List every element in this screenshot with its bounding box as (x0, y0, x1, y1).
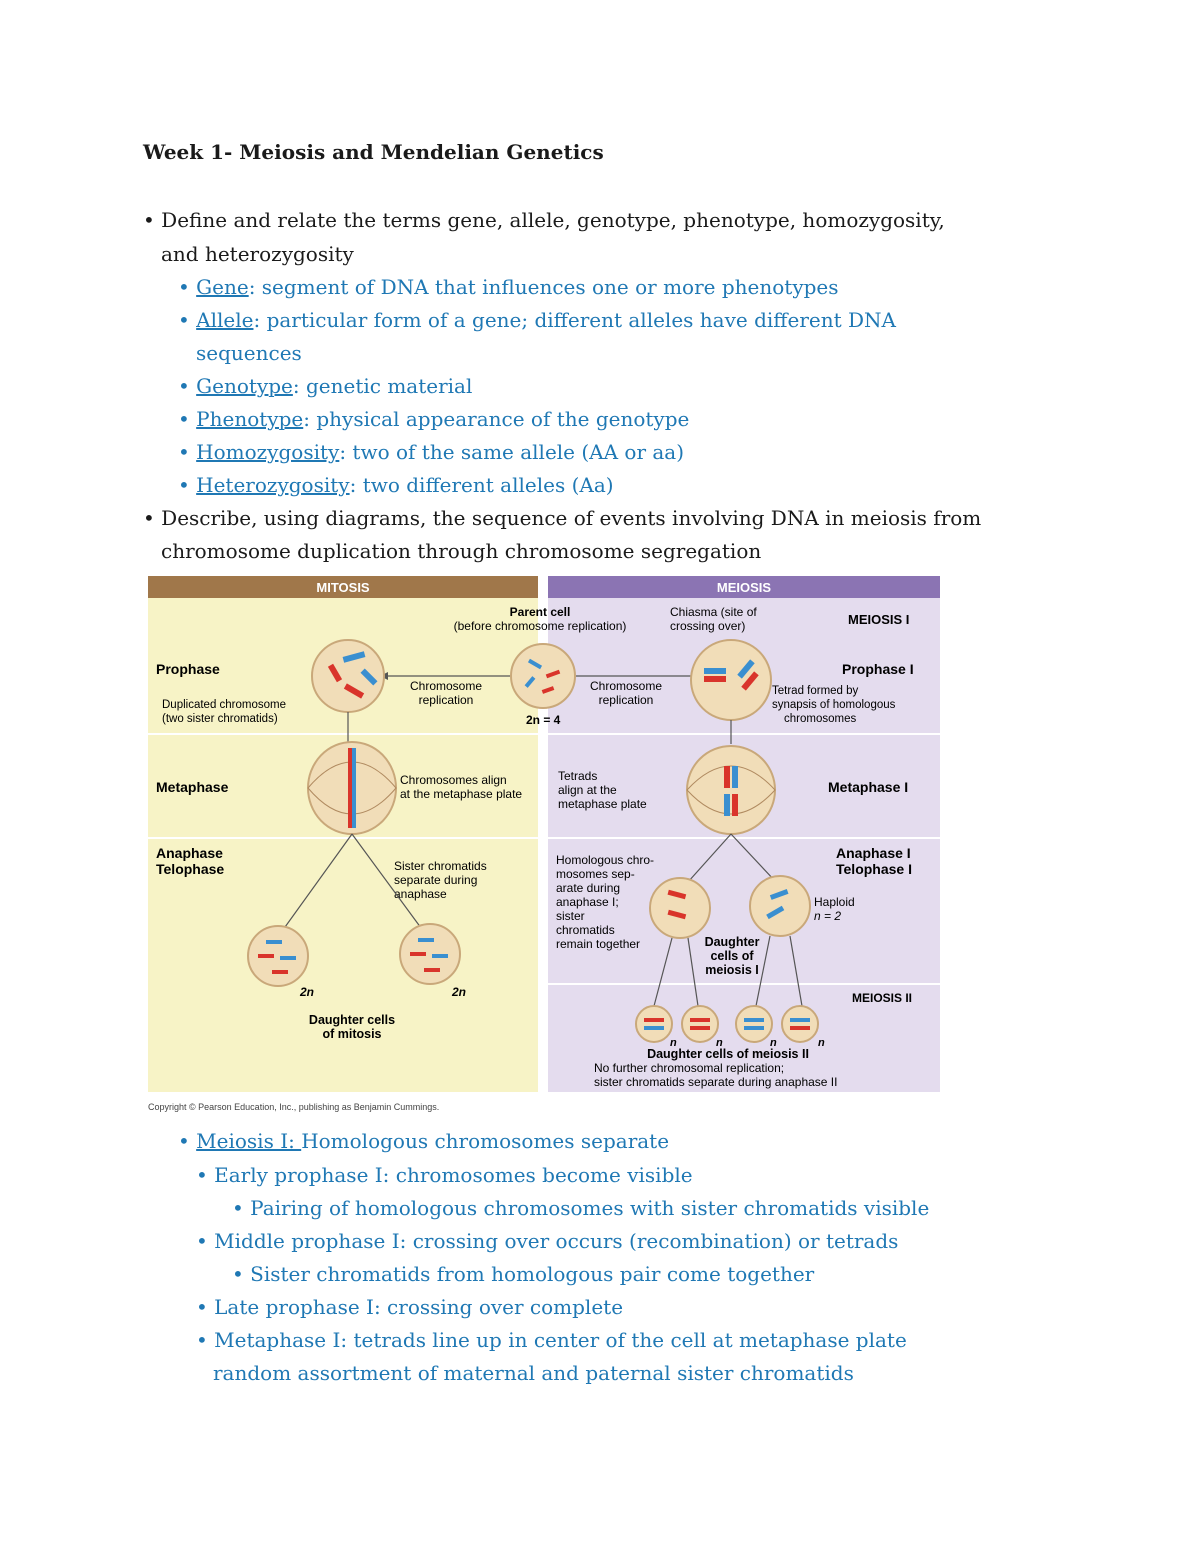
mitosis-prophase-label: Prophase (156, 661, 220, 677)
svg-text:n: n (670, 1037, 677, 1049)
term-allele: Allele (196, 308, 254, 332)
mitosis-meiosis-figure: MITOSIS MEIOSIS Parent cell (before chro… (148, 576, 940, 1112)
mitosis-metaphase-label: Metaphase (156, 779, 229, 795)
svg-text:Prophase I: Prophase I (842, 661, 914, 677)
bullet-describe: • Describe, using diagrams, the sequence… (143, 506, 982, 530)
svg-text:replication: replication (419, 693, 474, 707)
svg-text:crossing over): crossing over) (670, 619, 745, 633)
svg-text:sister chromatids separate dur: sister chromatids separate during anapha… (594, 1075, 837, 1089)
svg-text:Duplicated chromosome: Duplicated chromosome (162, 699, 286, 711)
term-genotype: Genotype (196, 374, 293, 398)
note-random-assortment: random assortment of maternal and patern… (213, 1361, 854, 1385)
svg-text:n: n (818, 1037, 825, 1049)
svg-text:Chromosome: Chromosome (590, 679, 662, 693)
svg-text:Anaphase: Anaphase (156, 845, 223, 861)
meiosis-header: MEIOSIS (717, 580, 772, 595)
svg-text:anaphase I;: anaphase I; (556, 895, 619, 909)
svg-text:Telophase: Telophase (156, 861, 224, 877)
svg-text:arate during: arate during (556, 881, 620, 895)
svg-text:MEIOSIS II: MEIOSIS II (852, 991, 912, 1005)
term-homozygosity: Homozygosity (196, 440, 340, 464)
svg-text:2n: 2n (299, 985, 314, 999)
copyright: Copyright © Pearson Education, Inc., pub… (148, 1102, 439, 1112)
svg-text:of mitosis: of mitosis (322, 1027, 381, 1041)
svg-text:Daughter cells of meiosis II: Daughter cells of meiosis II (647, 1047, 809, 1061)
svg-text:at the metaphase plate: at the metaphase plate (400, 787, 522, 801)
svg-text:Chromosome: Chromosome (410, 679, 482, 693)
term-heterozygosity: Heterozygosity (196, 473, 350, 497)
svg-text:Homologous chro-: Homologous chro- (556, 853, 654, 867)
svg-text:meiosis I: meiosis I (705, 963, 759, 977)
page-title: Week 1- Meiosis and Mendelian Genetics (143, 140, 604, 164)
bullet-define: • Define and relate the terms gene, alle… (143, 208, 945, 232)
svg-text:synapsis of homologous: synapsis of homologous (772, 699, 896, 711)
svg-text:n: n (770, 1037, 777, 1049)
svg-text:mosomes sep-: mosomes sep- (556, 867, 635, 881)
meiosis1-label: MEIOSIS I (848, 612, 909, 627)
parent-cell-label: Parent cell (510, 605, 571, 619)
note-pairing: • Pairing of homologous chromosomes with… (232, 1196, 930, 1220)
svg-text:chromosomes: chromosomes (784, 713, 856, 725)
svg-text:No further chromosomal replica: No further chromosomal replication; (594, 1061, 784, 1075)
svg-text:(before chromosome replication: (before chromosome replication) (454, 619, 627, 633)
svg-text:Tetrads: Tetrads (558, 769, 597, 783)
def-phenotype: • Phenotype: physical appearance of the … (178, 407, 690, 431)
svg-text:align at the: align at the (558, 783, 617, 797)
svg-text:sister: sister (556, 909, 585, 923)
svg-text:anaphase: anaphase (394, 887, 447, 901)
svg-text:remain together: remain together (556, 937, 640, 951)
note-early-prophase: • Early prophase I: chromosomes become v… (196, 1163, 693, 1187)
term-gene: Gene (196, 275, 249, 299)
svg-text:n = 2: n = 2 (814, 909, 841, 923)
svg-text:Telophase I: Telophase I (836, 861, 912, 877)
def-allele: • Allele: particular form of a gene; dif… (178, 308, 896, 332)
note-middle-prophase: • Middle prophase I: crossing over occur… (196, 1229, 899, 1253)
svg-text:2n = 4: 2n = 4 (526, 713, 561, 727)
svg-text:Tetrad formed by: Tetrad formed by (772, 685, 859, 697)
mitosis-header: MITOSIS (316, 580, 370, 595)
svg-text:Daughter cells: Daughter cells (309, 1013, 395, 1027)
svg-text:(two sister chromatids): (two sister chromatids) (162, 713, 278, 725)
term-phenotype: Phenotype (196, 407, 304, 431)
svg-text:n: n (716, 1037, 723, 1049)
svg-text:separate during: separate during (394, 873, 477, 887)
svg-text:2n: 2n (451, 985, 466, 999)
bullet-define-cont: and heterozygosity (161, 242, 354, 266)
svg-text:Haploid: Haploid (814, 895, 855, 909)
def-allele-cont: sequences (196, 341, 302, 365)
svg-text:Sister chromatids: Sister chromatids (394, 859, 487, 873)
svg-text:cells of: cells of (710, 949, 754, 963)
svg-text:metaphase plate: metaphase plate (558, 797, 647, 811)
def-genotype: • Genotype: genetic material (178, 374, 473, 398)
svg-text:Anaphase I: Anaphase I (836, 845, 911, 861)
bullet-describe-cont: chromosome duplication through chromosom… (161, 539, 762, 563)
def-gene: • Gene: segment of DNA that influences o… (178, 275, 839, 299)
svg-text:Chromosomes align: Chromosomes align (400, 773, 507, 787)
svg-text:Chiasma (site of: Chiasma (site of (670, 605, 757, 619)
note-late-prophase: • Late prophase I: crossing over complet… (196, 1295, 624, 1319)
svg-text:Metaphase I: Metaphase I (828, 779, 908, 795)
svg-text:chromatids: chromatids (556, 923, 615, 937)
svg-text:Daughter: Daughter (705, 935, 760, 949)
svg-text:replication: replication (599, 693, 654, 707)
note-meiosis-i: • Meiosis I: Homologous chromosomes sepa… (178, 1129, 670, 1153)
note-metaphase-i: • Metaphase I: tetrads line up in center… (196, 1328, 907, 1352)
def-homozygosity: • Homozygosity: two of the same allele (… (178, 440, 685, 464)
note-sister-chromatids: • Sister chromatids from homologous pair… (232, 1262, 815, 1286)
def-heterozygosity: • Heterozygosity: two different alleles … (178, 473, 614, 497)
